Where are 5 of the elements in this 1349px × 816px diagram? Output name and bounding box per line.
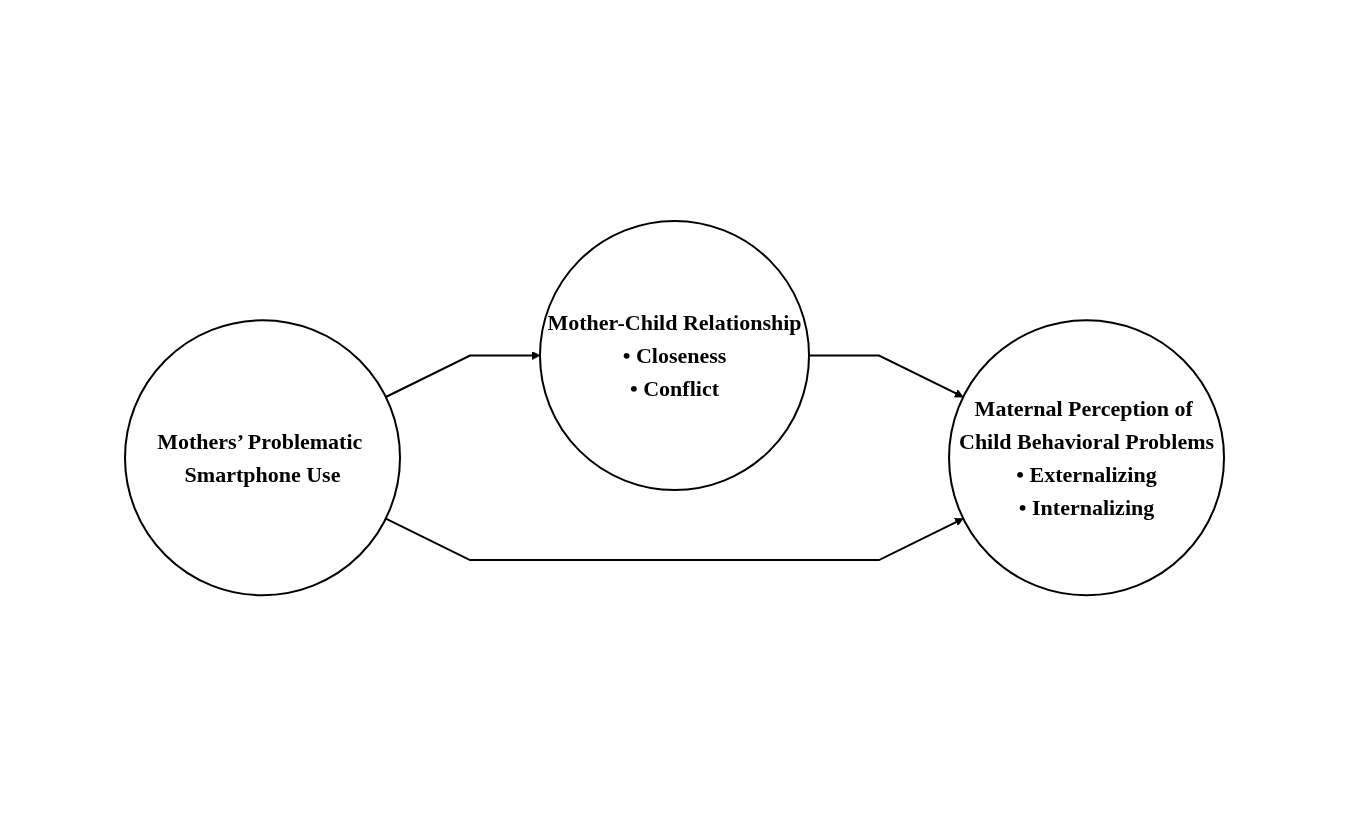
arrow <box>384 350 541 398</box>
node-circle: Mother-Child Relationship • Closeness • Conflict <box>539 219 810 491</box>
node-circle: Mothers’ Problematic Smartphone Use <box>124 319 401 597</box>
node-circle: Maternal Perception of Child Behavioral Problems • Externalizing • Internalizing <box>948 319 1225 597</box>
arrow <box>384 517 964 561</box>
